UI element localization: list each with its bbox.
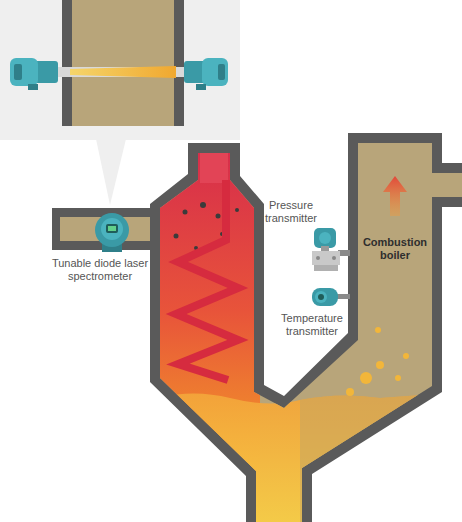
- side-duct: [60, 217, 160, 241]
- part-label: Pressure transmitter: [256, 199, 326, 225]
- laser-beam: [70, 66, 176, 78]
- flow-arrow: [383, 176, 407, 216]
- inset-panel: [0, 0, 240, 140]
- melt-pool: [150, 392, 462, 522]
- reactor-hot-zone: [150, 140, 260, 522]
- bubble: [346, 388, 354, 396]
- bubble: [403, 353, 409, 359]
- inset-wall: [62, 0, 184, 126]
- vessel-wall: [150, 133, 462, 522]
- bubble: [376, 361, 384, 369]
- inset-flange: [56, 67, 190, 77]
- tdls-analyzer: [95, 213, 129, 252]
- bubble: [360, 372, 372, 384]
- bubble: [375, 327, 381, 333]
- part-label: Combustion boiler: [360, 236, 430, 262]
- temperature-transmitter: [312, 288, 350, 306]
- part-label: Temperature transmitter: [269, 312, 355, 338]
- chimney: [200, 153, 228, 183]
- duct-pool: [300, 392, 462, 522]
- bubble: [395, 375, 401, 381]
- receiver-unit: [184, 58, 228, 90]
- part-label: Tunable diode laser spectrometer: [50, 257, 150, 283]
- transmitter-unit: [10, 58, 58, 90]
- heating-coil: [176, 180, 238, 380]
- inset-duct: [72, 0, 174, 126]
- pressure-transmitter: [312, 228, 350, 271]
- inset-pointer: [96, 139, 126, 205]
